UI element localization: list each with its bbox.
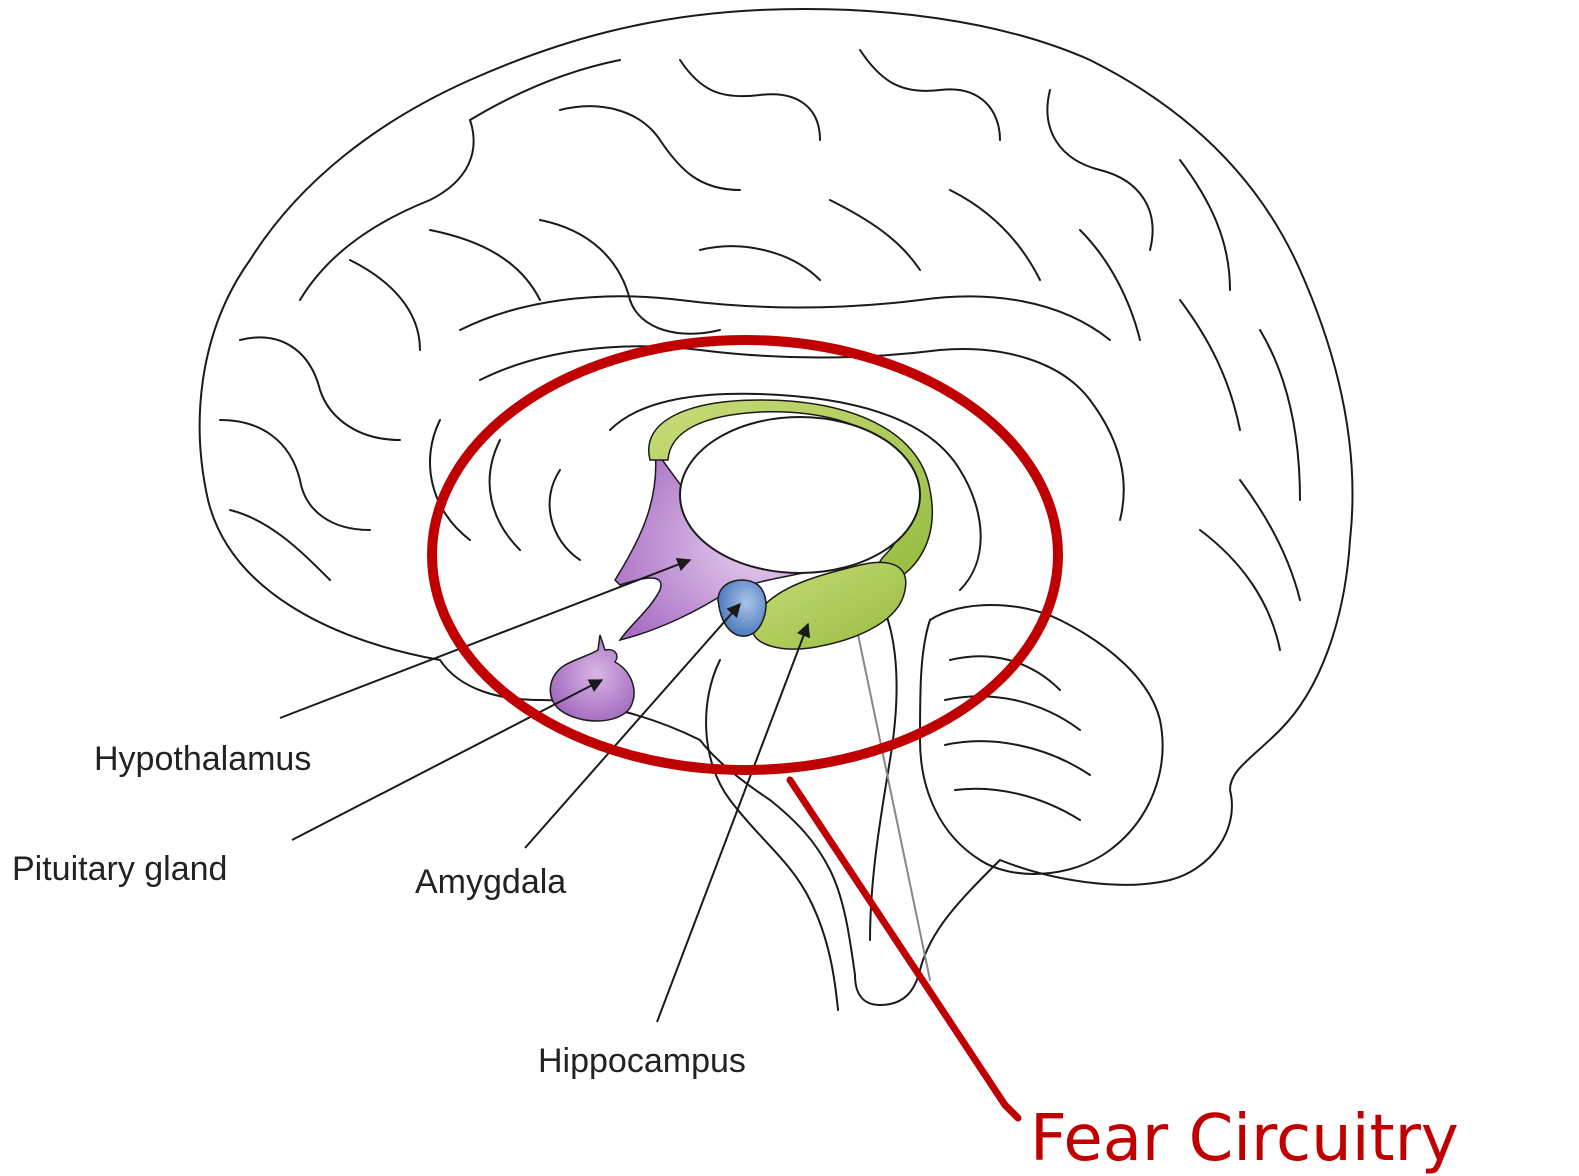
amygdala [718,580,766,636]
amygdala-label: Amygdala [415,863,566,901]
fear-circuitry-callout-line [790,780,1018,1118]
hippocampus-label: Hippocampus [538,1042,746,1080]
hippocampus-leader [657,624,808,1022]
cerebellum [920,605,1163,874]
pituitary-label: Pituitary gland [12,850,227,888]
fear-circuitry-label: Fear Circuitry [1030,1102,1459,1176]
pituitary-leader [292,680,602,840]
thalamus [680,417,920,573]
pituitary-gland [550,635,634,721]
hypothalamus-label: Hypothalamus [94,740,311,778]
